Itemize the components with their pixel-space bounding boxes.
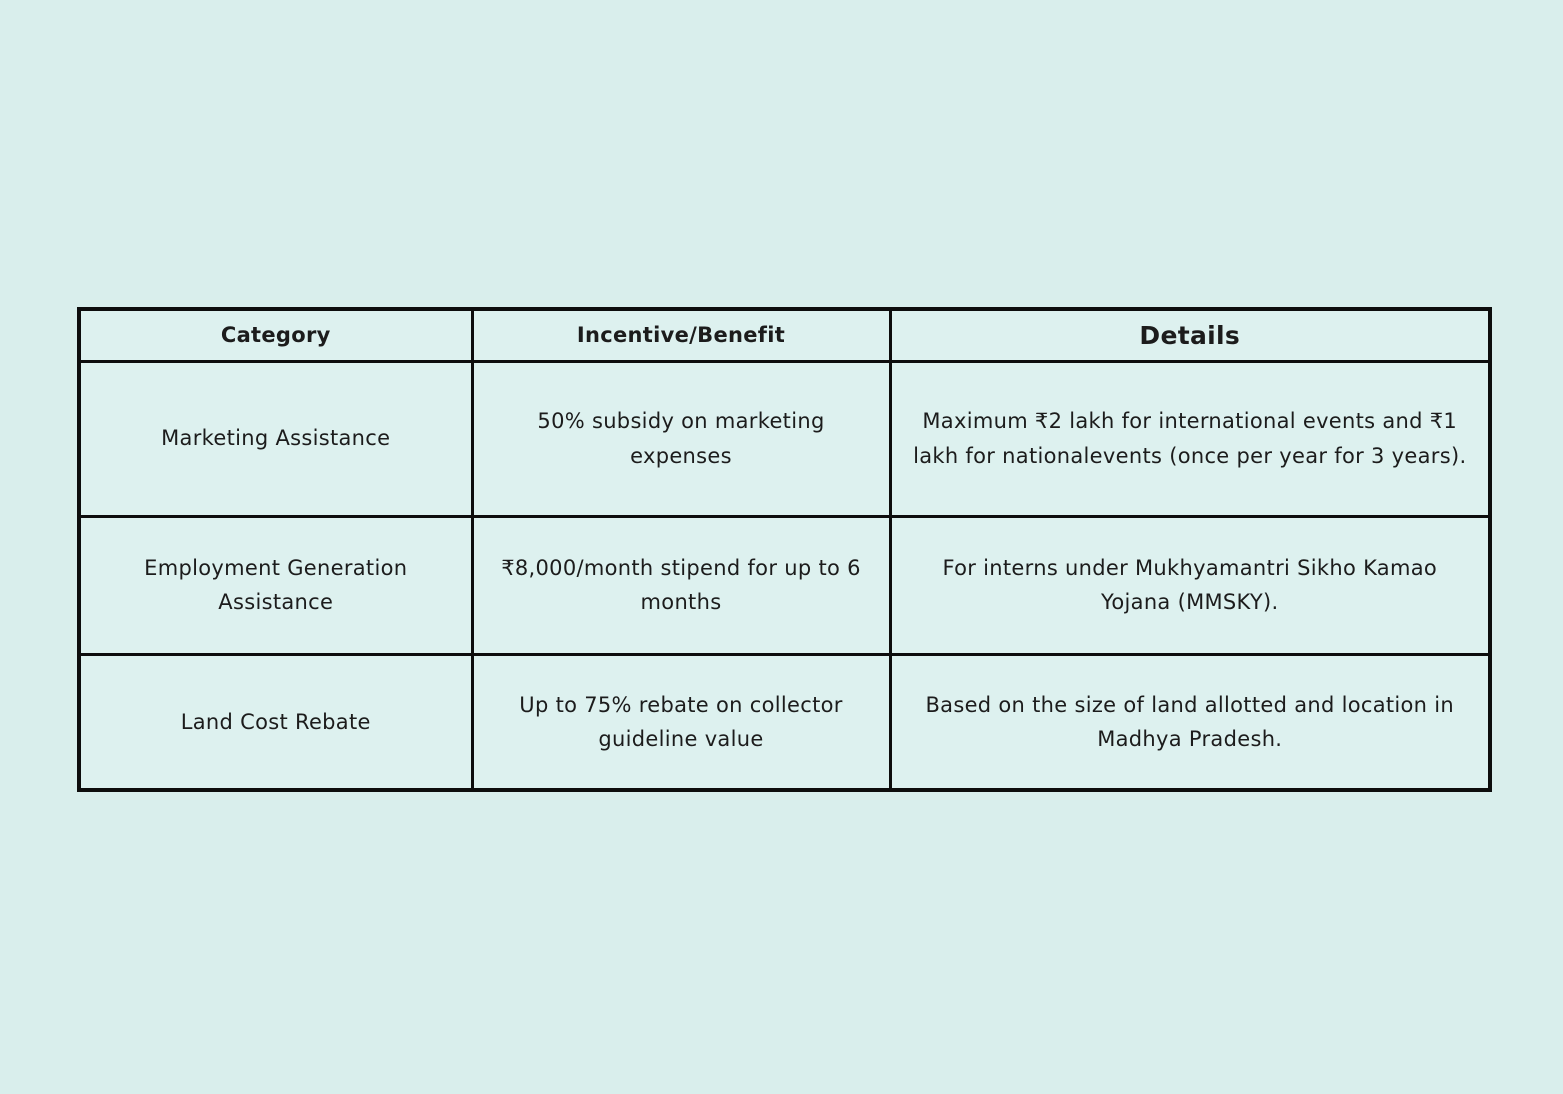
header-row: Category Incentive/Benefit Details	[77, 307, 1492, 363]
header-cell-details: Details	[888, 307, 1492, 363]
category-cell: Land Cost Rebate	[77, 652, 474, 792]
table-row: Land Cost Rebate Up to 75% rebate on col…	[77, 652, 1492, 792]
incentive-cell: 50% subsidy on marketing expenses	[470, 359, 892, 518]
incentive-cell: ₹8,000/month stipend for up to 6 months	[470, 514, 892, 656]
header-cell-category: Category	[77, 307, 474, 363]
category-cell: Employment Generation Assistance	[77, 514, 474, 656]
incentives-table-container: Category Incentive/Benefit Details Marke…	[77, 307, 1492, 792]
details-cell: Based on the size of land allotted and l…	[888, 652, 1492, 792]
category-cell: Marketing Assistance	[77, 359, 474, 518]
incentives-table: Category Incentive/Benefit Details Marke…	[77, 307, 1492, 792]
table-row: Employment Generation Assistance ₹8,000/…	[77, 514, 1492, 656]
table-row: Marketing Assistance 50% subsidy on mark…	[77, 359, 1492, 518]
details-cell: Maximum ₹2 lakh for international events…	[888, 359, 1492, 518]
header-cell-incentive: Incentive/Benefit	[470, 307, 892, 363]
details-cell: For interns under Mukhyamantri Sikho Kam…	[888, 514, 1492, 656]
incentive-cell: Up to 75% rebate on collector guideline …	[470, 652, 892, 792]
